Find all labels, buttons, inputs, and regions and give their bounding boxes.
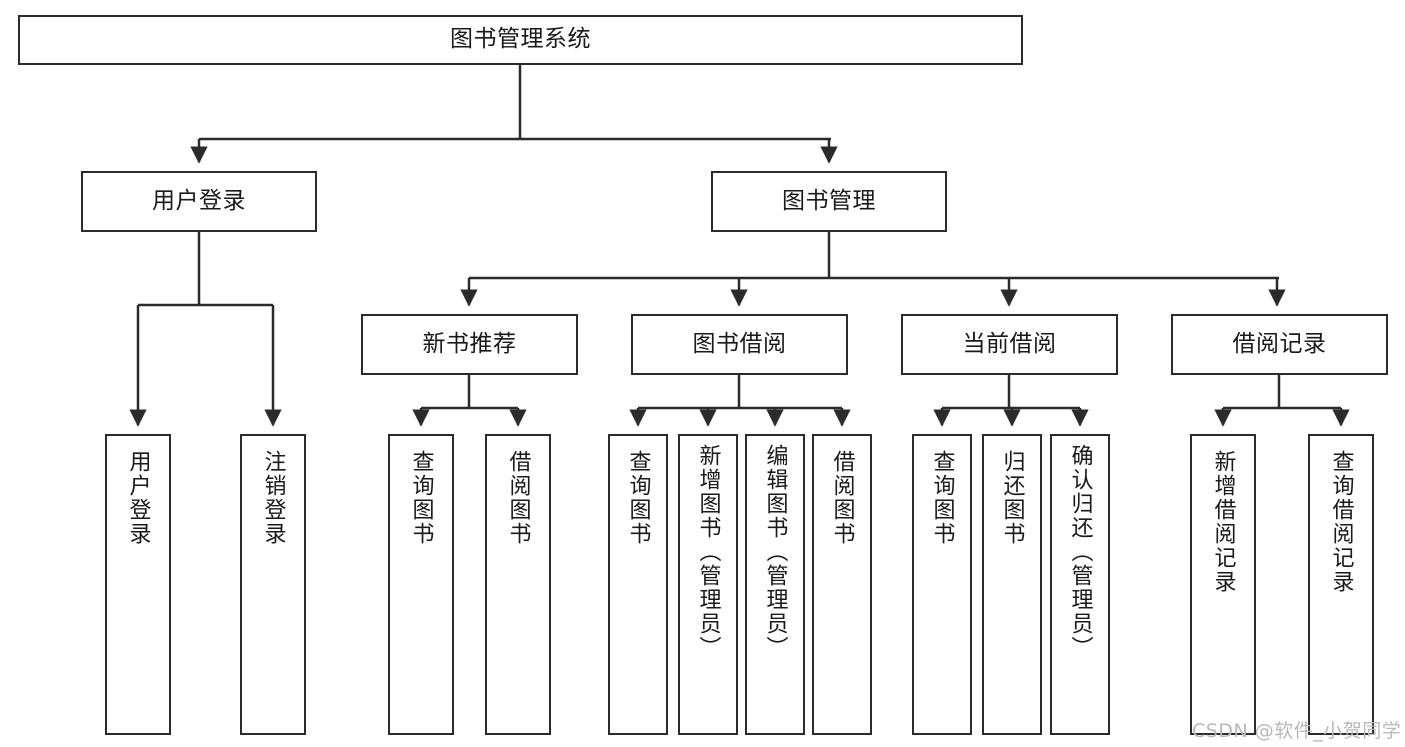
node-label: 图书管理 <box>782 187 876 214</box>
node-leaf-query-borrow-record[interactable]: 查询借阅记录 <box>1308 434 1374 735</box>
node-leaf-return-book[interactable]: 归还图书 <box>982 434 1042 735</box>
watermark-text: CSDN @软件_小贺同学 <box>1192 720 1402 742</box>
node-leaf-query-book-current[interactable]: 查询图书 <box>912 434 972 735</box>
node-leaf-query-book-borrow[interactable]: 查询图书 <box>608 434 668 735</box>
node-leaf-add-borrow-record[interactable]: 新增借阅记录 <box>1190 434 1256 735</box>
node-label: 注销登录 <box>260 450 286 546</box>
node-label: 图书管理系统 <box>450 26 591 53</box>
node-label: 新书推荐 <box>422 330 517 357</box>
node-new-book-recommend[interactable]: 新书推荐 <box>361 314 578 375</box>
node-label: 新增图书（管理员） <box>695 444 721 660</box>
node-borrow-record[interactable]: 借阅记录 <box>1171 314 1388 375</box>
node-leaf-edit-book-admin[interactable]: 编辑图书（管理员） <box>745 434 805 735</box>
node-leaf-borrow-book-recommend[interactable]: 借阅图书 <box>485 434 551 735</box>
node-label: 查询图书 <box>625 450 651 546</box>
node-label: 查询图书 <box>929 450 955 546</box>
node-leaf-add-book-admin[interactable]: 新增图书（管理员） <box>678 434 738 735</box>
node-label: 当前借阅 <box>962 330 1057 357</box>
node-label: 查询借阅记录 <box>1328 450 1354 594</box>
node-label: 编辑图书（管理员） <box>762 444 788 660</box>
node-label: 归还图书 <box>999 450 1025 546</box>
node-label: 查询图书 <box>408 450 434 546</box>
node-leaf-user-login[interactable]: 用户登录 <box>105 434 171 735</box>
node-label: 借阅记录 <box>1232 330 1327 357</box>
node-book-borrow[interactable]: 图书借阅 <box>631 314 848 375</box>
node-current-borrow[interactable]: 当前借阅 <box>901 314 1118 375</box>
node-leaf-query-book-recommend[interactable]: 查询图书 <box>388 434 454 735</box>
node-label: 确认归还（管理员） <box>1067 444 1093 660</box>
node-leaf-confirm-return-admin[interactable]: 确认归还（管理员） <box>1050 434 1110 735</box>
node-label: 借阅图书 <box>505 450 531 546</box>
node-leaf-user-logout[interactable]: 注销登录 <box>240 434 306 735</box>
node-label: 图书借阅 <box>692 330 787 357</box>
node-label: 新增借阅记录 <box>1210 450 1236 594</box>
node-book-manage[interactable]: 图书管理 <box>711 171 947 232</box>
node-label: 用户登录 <box>125 450 151 546</box>
node-label: 用户登录 <box>152 187 246 214</box>
node-user-login[interactable]: 用户登录 <box>81 171 317 232</box>
node-leaf-borrow-book[interactable]: 借阅图书 <box>812 434 872 735</box>
node-label: 借阅图书 <box>829 450 855 546</box>
node-root-system[interactable]: 图书管理系统 <box>18 15 1023 65</box>
